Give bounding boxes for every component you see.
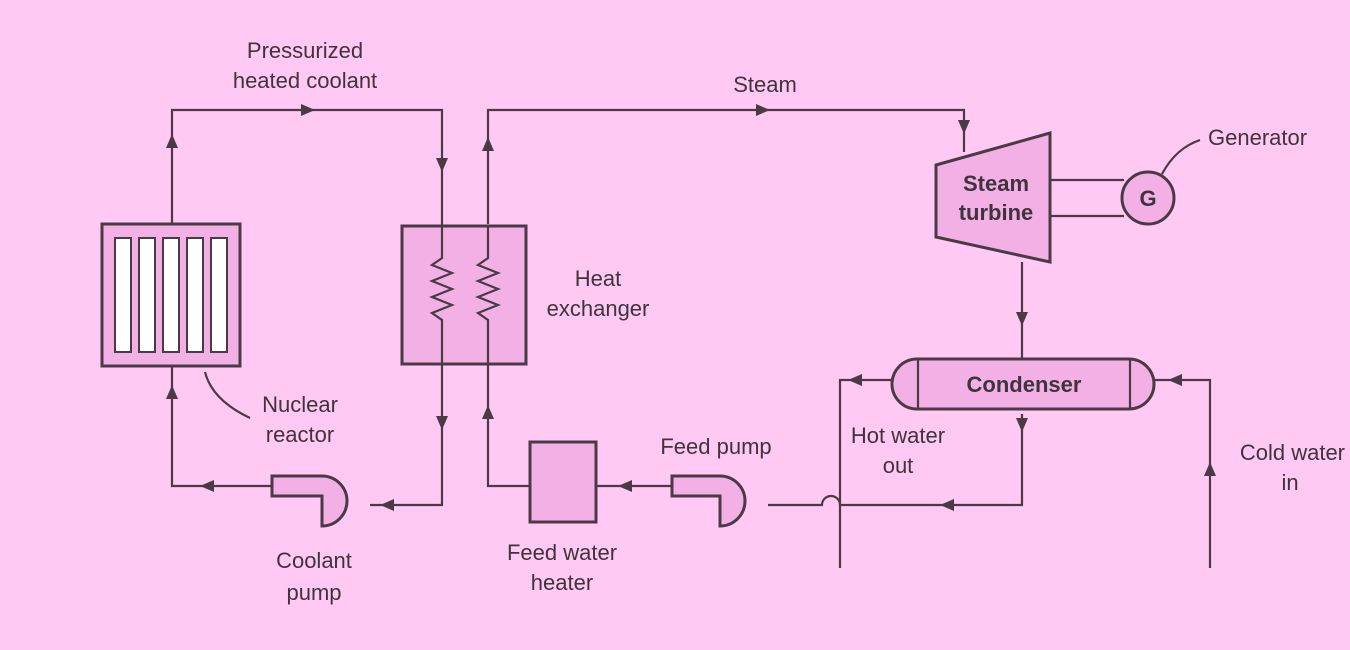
steam-turbine-label-2: turbine xyxy=(959,200,1034,225)
pressurized-coolant-label-2: heated coolant xyxy=(233,68,377,93)
feed-pump xyxy=(670,474,747,528)
feed-water-heater-label-2: heater xyxy=(531,570,593,595)
heat-exchanger xyxy=(400,224,528,366)
condenser-label: Condenser xyxy=(967,372,1082,397)
pressurized-coolant-label-1: Pressurized xyxy=(247,38,363,63)
generator-leader-line xyxy=(1161,138,1201,175)
steam-turbine: Steam turbine xyxy=(934,131,1052,264)
nuclear-reactor-label-2: reactor xyxy=(266,422,334,447)
feed-pump-label: Feed pump xyxy=(660,434,771,459)
feed-water-heater xyxy=(528,440,598,524)
steam-turbine-label-1: Steam xyxy=(963,171,1029,196)
cold-water-in-label-1: Cold water xyxy=(1240,440,1345,465)
fuel-rod xyxy=(210,237,228,353)
fuel-rod xyxy=(138,237,156,353)
generator-symbol-label: G xyxy=(1139,186,1156,211)
coolant-pump-label-2: pump xyxy=(286,580,341,605)
generator: G xyxy=(1050,138,1201,226)
cold-water-in-label-2: in xyxy=(1281,470,1298,495)
primary-coolant-loop xyxy=(166,104,448,511)
coolant-pump xyxy=(270,474,349,528)
condenser: Condenser xyxy=(890,357,1156,411)
fuel-rod xyxy=(114,237,132,353)
steam-label: Steam xyxy=(733,72,797,97)
fuel-rod xyxy=(162,237,180,353)
feed-water-heater-label-1: Feed water xyxy=(507,540,617,565)
reactor-leader-line xyxy=(203,371,251,419)
generator-label: Generator xyxy=(1208,125,1307,150)
coolant-pump-label-1: Coolant xyxy=(276,548,352,573)
nuclear-reactor-label-1: Nuclear xyxy=(262,392,338,417)
hot-water-out-label-2: out xyxy=(883,453,914,478)
nuclear-reactor xyxy=(100,222,251,419)
fuel-rod xyxy=(186,237,204,353)
cooling-water-lines xyxy=(838,374,1216,568)
heat-exchanger-label-1: Heat xyxy=(575,266,621,291)
generator-symbol xyxy=(1120,170,1176,226)
heat-exchanger-label-2: exchanger xyxy=(547,296,650,321)
hot-water-out-label-1: Hot water xyxy=(851,423,945,448)
